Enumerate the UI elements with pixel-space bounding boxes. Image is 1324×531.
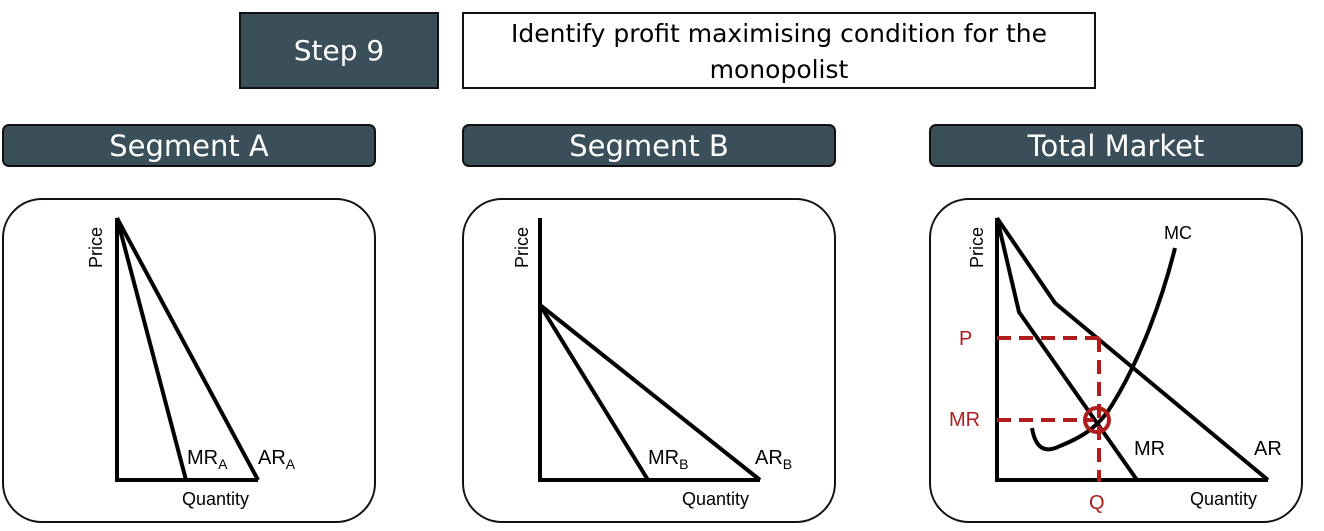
total-axes (995, 218, 1268, 482)
segment-b-ar-label: ARB (755, 447, 792, 472)
total-mr-line (995, 217, 1139, 482)
segment-a-mr-line (115, 217, 188, 481)
total-mr-label: MR (1134, 438, 1165, 460)
total-ylabel: Price (967, 227, 987, 268)
total-mc-label: MC (1164, 223, 1192, 243)
segment-a-xlabel: Quantity (182, 489, 249, 509)
segment-b-mr-label: MRB (648, 447, 688, 472)
step-badge: Step 9 (239, 12, 439, 89)
quantity-q-label: Q (1089, 492, 1105, 514)
segment-b-ylabel: Price (512, 227, 532, 268)
total-market-panel (929, 198, 1303, 523)
segment-b-xlabel: Quantity (682, 489, 749, 509)
segment-b-header: Segment B (462, 124, 836, 167)
equilibrium-circle (1083, 406, 1111, 434)
segment-a-ar-line (115, 217, 260, 481)
mr-level-label: MR (949, 409, 980, 431)
total-xlabel: Quantity (1190, 489, 1257, 509)
step-label: Step 9 (293, 34, 385, 67)
segment-b-panel (462, 198, 836, 523)
total-ar-line (995, 216, 1270, 482)
segment-a-ylabel: Price (86, 227, 106, 268)
segment-a-axes (115, 218, 258, 482)
segment-a-ar-label: ARA (258, 447, 296, 472)
total-ar-label: AR (1254, 438, 1282, 460)
total-market-header: Total Market (929, 124, 1303, 167)
segment-a-header: Segment A (2, 124, 376, 167)
segment-b-ar-line (538, 303, 762, 482)
segment-a-mr-label: MRA (187, 447, 228, 472)
task-description: Identify profit maximising condition for… (462, 12, 1096, 89)
price-p-label: P (959, 328, 972, 350)
segment-b-mr-line (538, 303, 650, 482)
segment-a-panel (2, 198, 376, 523)
segment-b-axes (538, 218, 760, 482)
